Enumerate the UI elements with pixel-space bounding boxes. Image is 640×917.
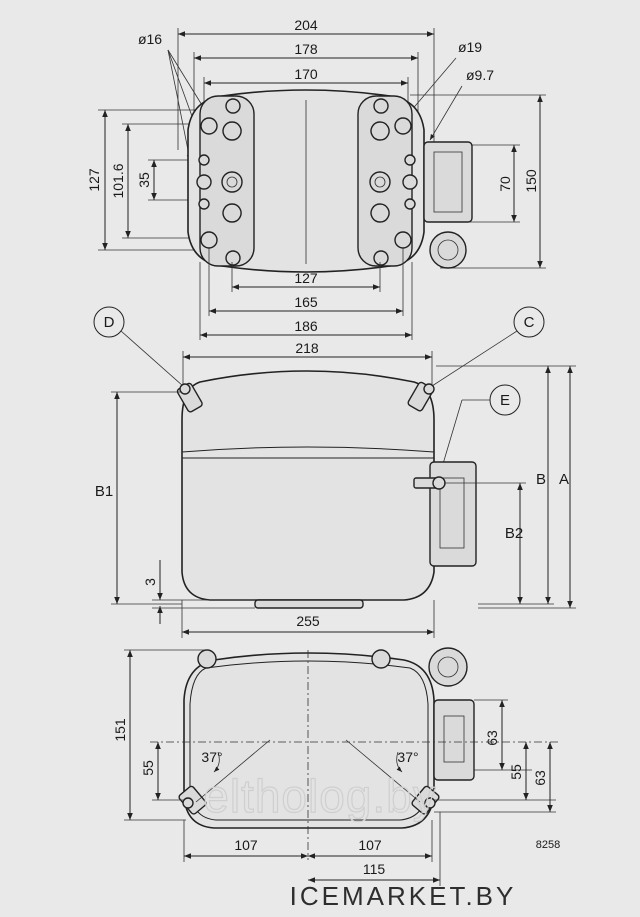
dim-d9-7: ø9.7 [466, 67, 494, 83]
side-view: D C E 218 B1 [93, 306, 576, 638]
dim-bottom-55-right: 55 [508, 764, 524, 780]
callout-d: D [104, 314, 115, 331]
dim-b: B [536, 471, 546, 488]
top-view: 204 178 170 ø16 ø19 ø9.7 127 101.6 35 70… [86, 17, 546, 340]
dim-bottom-165: 165 [294, 294, 318, 310]
dim-d16: ø16 [138, 31, 162, 47]
dim-b2: B2 [505, 525, 523, 542]
watermark: eltholog.by [203, 770, 437, 822]
dim-a: A [559, 471, 569, 488]
dim-bottom-63-b: 63 [532, 770, 548, 786]
callout-e: E [500, 392, 510, 409]
dim-3: 3 [142, 578, 158, 586]
dim-side-255: 255 [296, 613, 320, 629]
dim-bottom-115: 115 [363, 861, 386, 877]
dim-bottom-63-a: 63 [484, 730, 500, 746]
bottom-view: 37° 37° 151 55 63 55 63 107 107 115 [112, 647, 560, 886]
dim-right-70: 70 [497, 176, 513, 192]
dim-bottom-151: 151 [112, 718, 128, 742]
dim-angle-left-37: 37° [201, 749, 222, 765]
dim-top-170: 170 [294, 66, 318, 82]
drawing-code: 8258 [536, 839, 560, 851]
dim-bottom-127: 127 [294, 270, 318, 286]
dim-right-150: 150 [523, 169, 539, 193]
dim-b1: B1 [95, 483, 113, 500]
dim-bottom-55-left: 55 [140, 760, 156, 776]
dim-top-178: 178 [294, 41, 318, 57]
dim-bottom-107-b: 107 [358, 837, 382, 853]
dim-angle-right-37: 37° [397, 749, 418, 765]
dim-bottom-186: 186 [294, 318, 318, 334]
dim-left-101-6: 101.6 [110, 163, 126, 198]
callout-c: C [524, 314, 535, 331]
dim-left-127: 127 [86, 168, 102, 192]
dim-top-204: 204 [294, 17, 318, 33]
dim-side-218: 218 [295, 340, 319, 356]
dim-left-35: 35 [136, 172, 152, 188]
dim-d19: ø19 [458, 39, 482, 55]
brand-logo-text: ICEMARKET.BY [290, 881, 517, 911]
dim-bottom-107-a: 107 [234, 837, 258, 853]
